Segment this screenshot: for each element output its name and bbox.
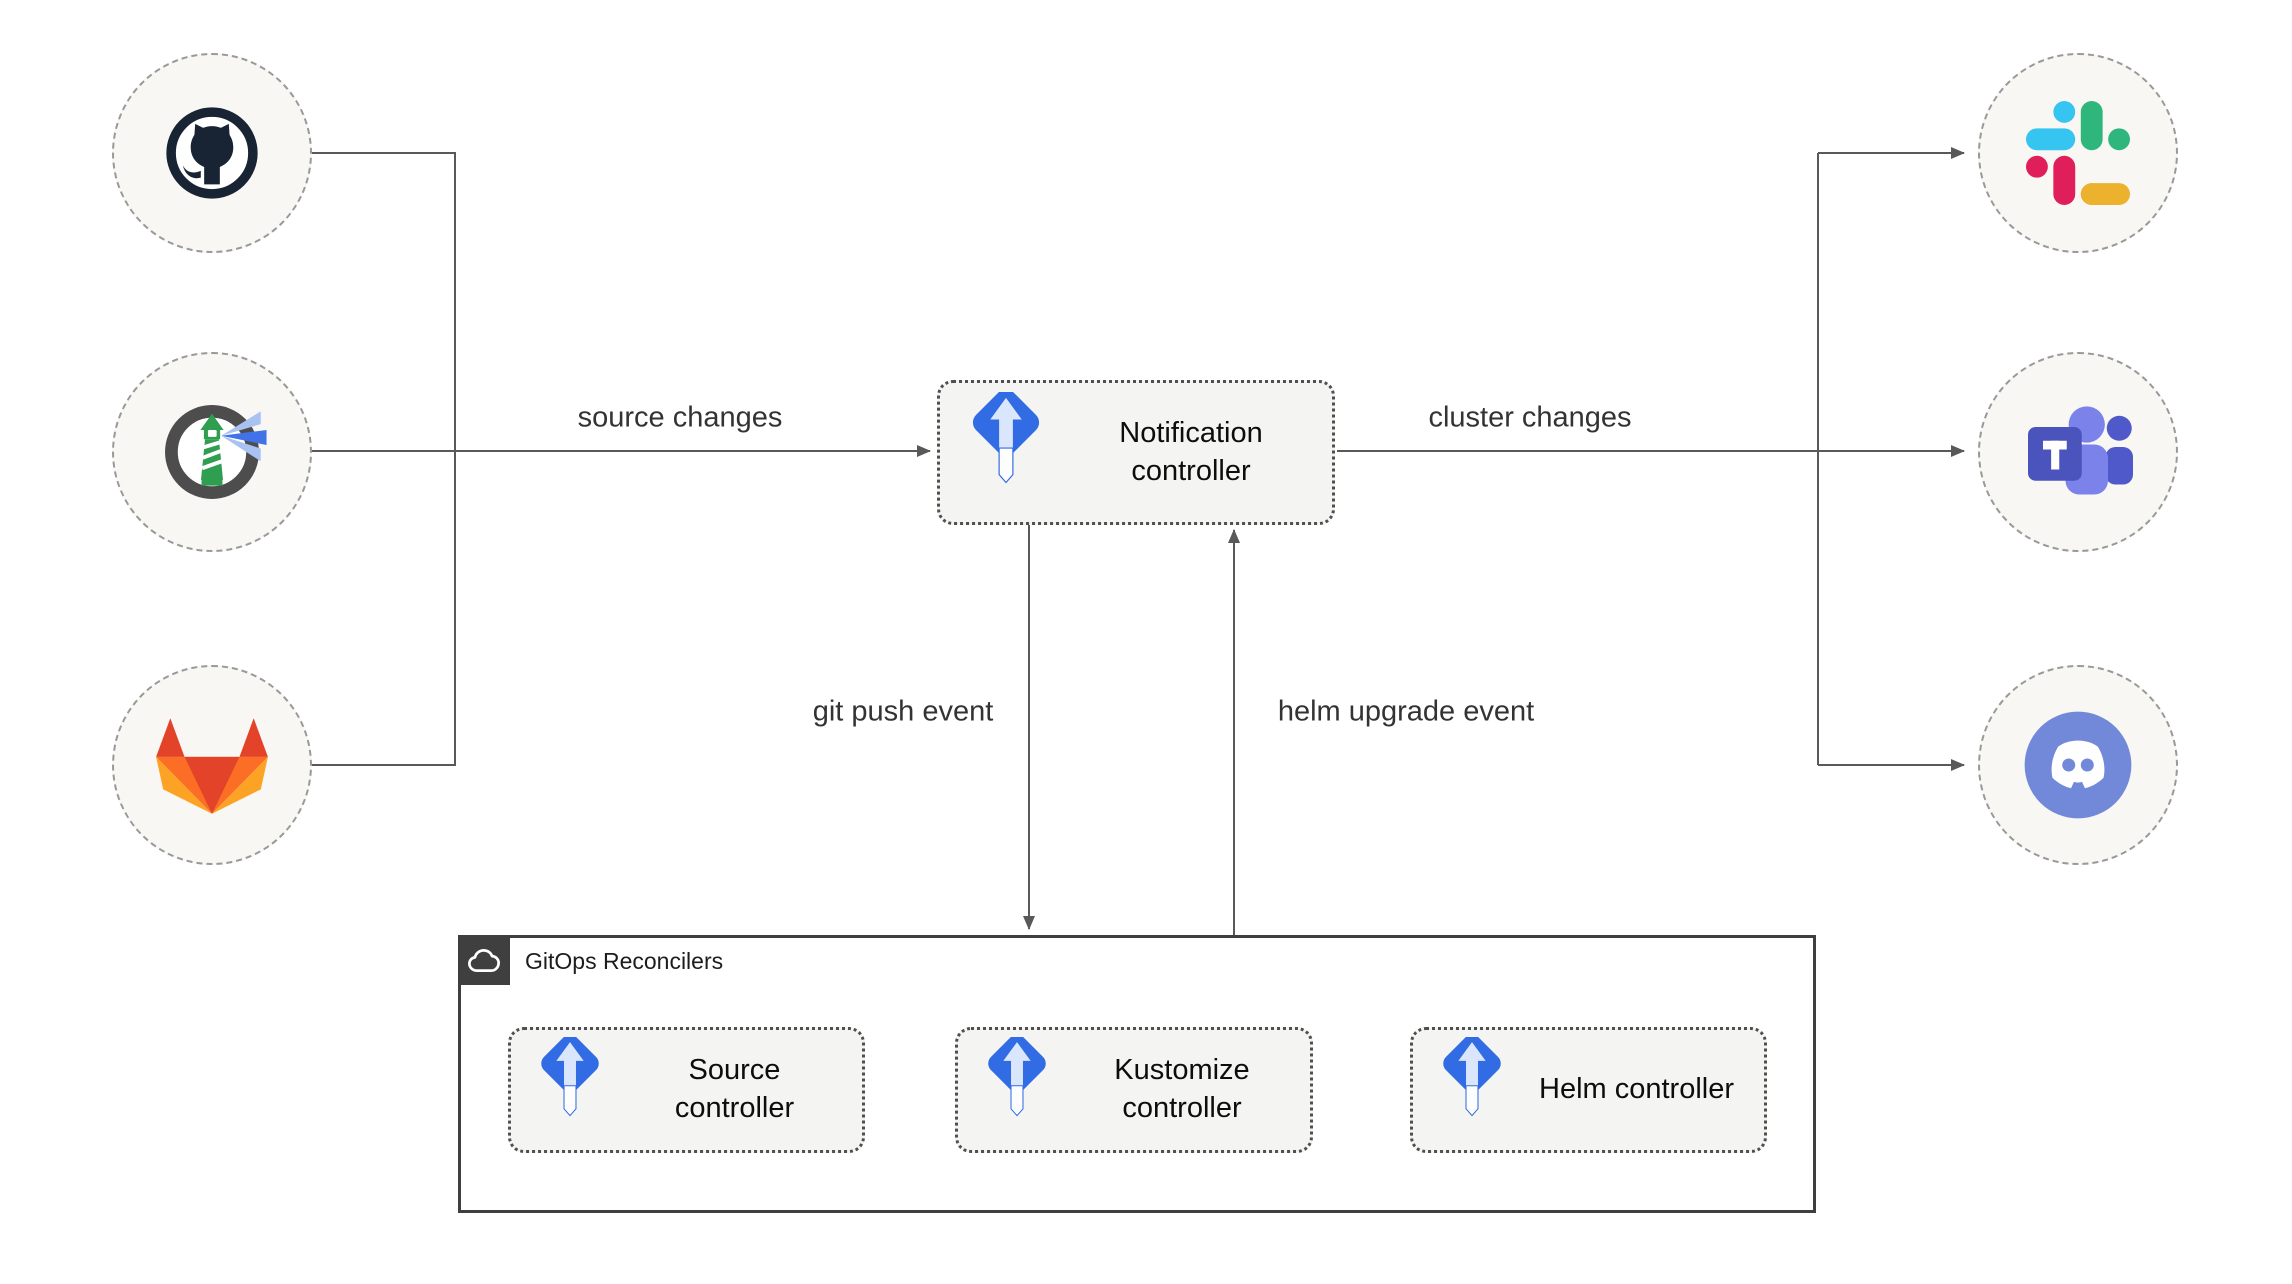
flux-icon [974,1037,1060,1143]
helm-controller-label: Helm controller [1539,1073,1734,1106]
edge-label-source-changes: source changes [577,401,783,434]
edge-label-git-push-event: git push event [812,695,994,728]
node-gitlab [112,665,312,865]
notification-controller-box: Notification controller [937,380,1335,525]
flux-icon [956,392,1056,514]
node-github [112,53,312,253]
node-teams [1978,352,2178,552]
slack-icon [2026,101,2130,205]
source-controller-label: Source controller [674,1054,795,1124]
node-slack [1978,53,2178,253]
sources-bus-line [312,152,456,766]
harbor-icon [154,394,270,510]
gitlab-icon [151,712,273,818]
kustomize-controller-box: Kustomize controller [955,1027,1313,1153]
github-icon [156,97,268,209]
helm-controller-box: Helm controller [1410,1027,1767,1153]
gitops-reconcilers-title: GitOps Reconcilers [525,948,724,974]
teams-icon [2018,392,2138,512]
edge-label-cluster-changes: cluster changes [1428,401,1632,434]
flux-icon [527,1037,613,1143]
node-harbor [112,352,312,552]
notification-controller-label: Notification controller [1119,416,1263,487]
container-badge [458,935,510,985]
source-controller-box: Source controller [508,1027,865,1153]
node-discord [1978,665,2178,865]
cloud-icon [467,947,501,974]
flux-icon [1429,1037,1515,1143]
discord-icon [2020,707,2136,823]
kustomize-controller-label: Kustomize controller [1114,1054,1250,1124]
edge-label-helm-upgrade-event: helm upgrade event [1277,695,1535,728]
